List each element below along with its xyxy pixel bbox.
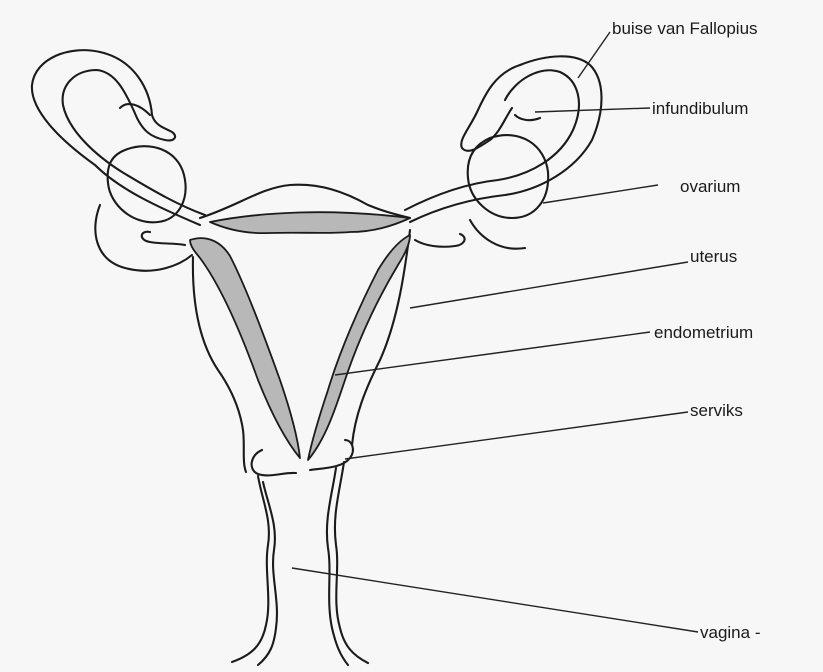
label-endometrium: endometrium	[654, 323, 753, 342]
leader-vagina	[292, 568, 698, 632]
label-fallopian-tube: buise van Fallopius	[612, 19, 758, 38]
right-fallopian-tube	[405, 56, 602, 222]
leader-cervix	[345, 412, 688, 459]
labels: buise van Fallopius infundibulum ovarium…	[612, 19, 760, 642]
label-uterus: uterus	[690, 247, 737, 266]
label-ovary: ovarium	[680, 177, 740, 196]
leader-infundibulum	[535, 108, 650, 112]
leader-ovary	[543, 185, 658, 203]
left-fallopian-tube	[32, 50, 205, 225]
endometrium	[190, 212, 410, 460]
leader-uterus	[410, 262, 688, 308]
vagina	[232, 462, 368, 665]
cervix	[252, 440, 353, 475]
left-ovary	[95, 146, 192, 271]
label-cervix: serviks	[690, 401, 743, 420]
label-vagina: vagina -	[700, 623, 760, 642]
label-infundibulum: infundibulum	[652, 99, 748, 118]
right-ovary	[415, 135, 548, 249]
